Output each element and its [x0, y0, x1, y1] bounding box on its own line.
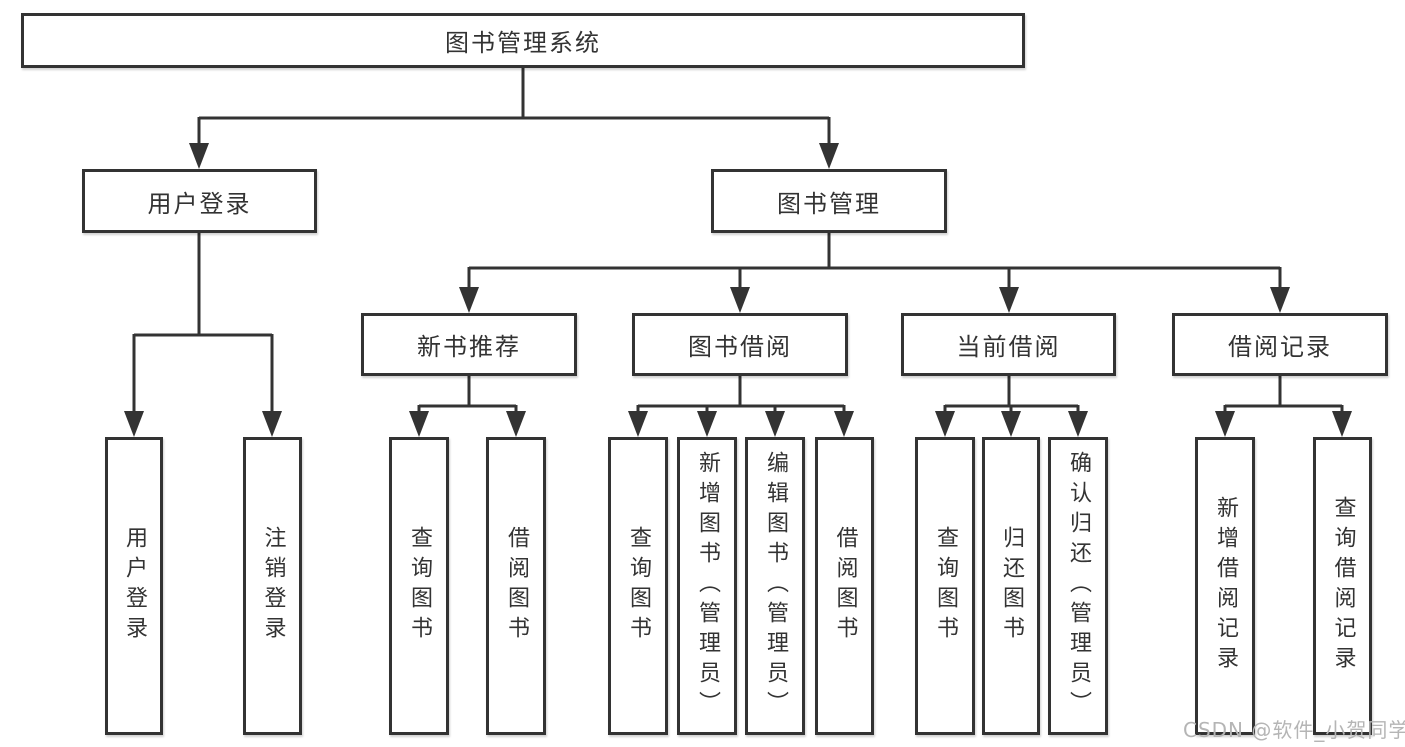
node-borrowing-records: 借阅记录: [1172, 313, 1388, 376]
node-book-borrowing-label: 图书借阅: [688, 333, 792, 361]
leaf-recommend-borrow-books-label: 借阅图书: [504, 526, 529, 646]
leaf-add-borrow-record-label: 新增借阅记录: [1213, 496, 1238, 676]
csdn-watermark: CSDN @软件_小贺同学: [1183, 718, 1405, 742]
leaf-recommend-query-books: 查询图书: [389, 437, 449, 735]
leaf-edit-books-admin: 编辑图书（管理员）: [745, 437, 805, 735]
node-book-borrowing: 图书借阅: [632, 313, 848, 376]
leaf-borrowing-query-books-label: 查询图书: [626, 526, 651, 646]
node-book-management-label: 图书管理: [777, 189, 881, 218]
leaf-logout: 注销登录: [243, 437, 302, 735]
leaf-return-books-label: 归还图书: [999, 526, 1024, 646]
connector-lines: [132, 68, 1344, 416]
leaf-current-query-books-label: 查询图书: [933, 526, 958, 646]
leaf-query-borrow-record: 查询借阅记录: [1313, 437, 1372, 735]
node-book-management: 图书管理: [711, 169, 947, 233]
leaf-query-borrow-record-label: 查询借阅记录: [1330, 496, 1356, 676]
node-new-book-recommend: 新书推荐: [361, 313, 577, 376]
leaf-return-books: 归还图书: [982, 437, 1040, 735]
node-root-label: 图书管理系统: [445, 29, 601, 57]
leaf-confirm-return-admin-label: 确认归还（管理员）: [1066, 451, 1091, 721]
leaf-borrowing-borrow-books: 借阅图书: [815, 437, 874, 735]
leaf-add-books-admin: 新增图书（管理员）: [677, 437, 737, 735]
leaf-edit-books-admin-label: 编辑图书（管理员）: [763, 451, 788, 721]
node-root: 图书管理系统: [21, 13, 1025, 68]
leaf-recommend-borrow-books: 借阅图书: [486, 437, 546, 735]
node-user-login-group: 用户登录: [82, 169, 317, 233]
leaf-confirm-return-admin: 确认归还（管理员）: [1048, 437, 1108, 735]
leaf-add-borrow-record: 新增借阅记录: [1195, 437, 1255, 735]
node-new-book-recommend-label: 新书推荐: [417, 333, 521, 361]
arrowheads: [124, 143, 1352, 437]
leaf-add-books-admin-label: 新增图书（管理员）: [695, 451, 720, 721]
node-current-borrowing-label: 当前借阅: [956, 333, 1061, 361]
leaf-current-query-books: 查询图书: [915, 437, 975, 735]
leaf-borrowing-borrow-books-label: 借阅图书: [832, 526, 858, 646]
leaf-logout-label: 注销登录: [260, 526, 286, 646]
leaf-user-login-label: 用户登录: [122, 526, 147, 646]
node-borrowing-records-label: 借阅记录: [1228, 333, 1332, 361]
leaf-user-login: 用户登录: [105, 437, 163, 735]
leaf-borrowing-query-books: 查询图书: [608, 437, 668, 735]
leaf-recommend-query-books-label: 查询图书: [407, 526, 432, 646]
node-current-borrowing: 当前借阅: [901, 313, 1116, 376]
node-user-login-group-label: 用户登录: [147, 189, 252, 218]
